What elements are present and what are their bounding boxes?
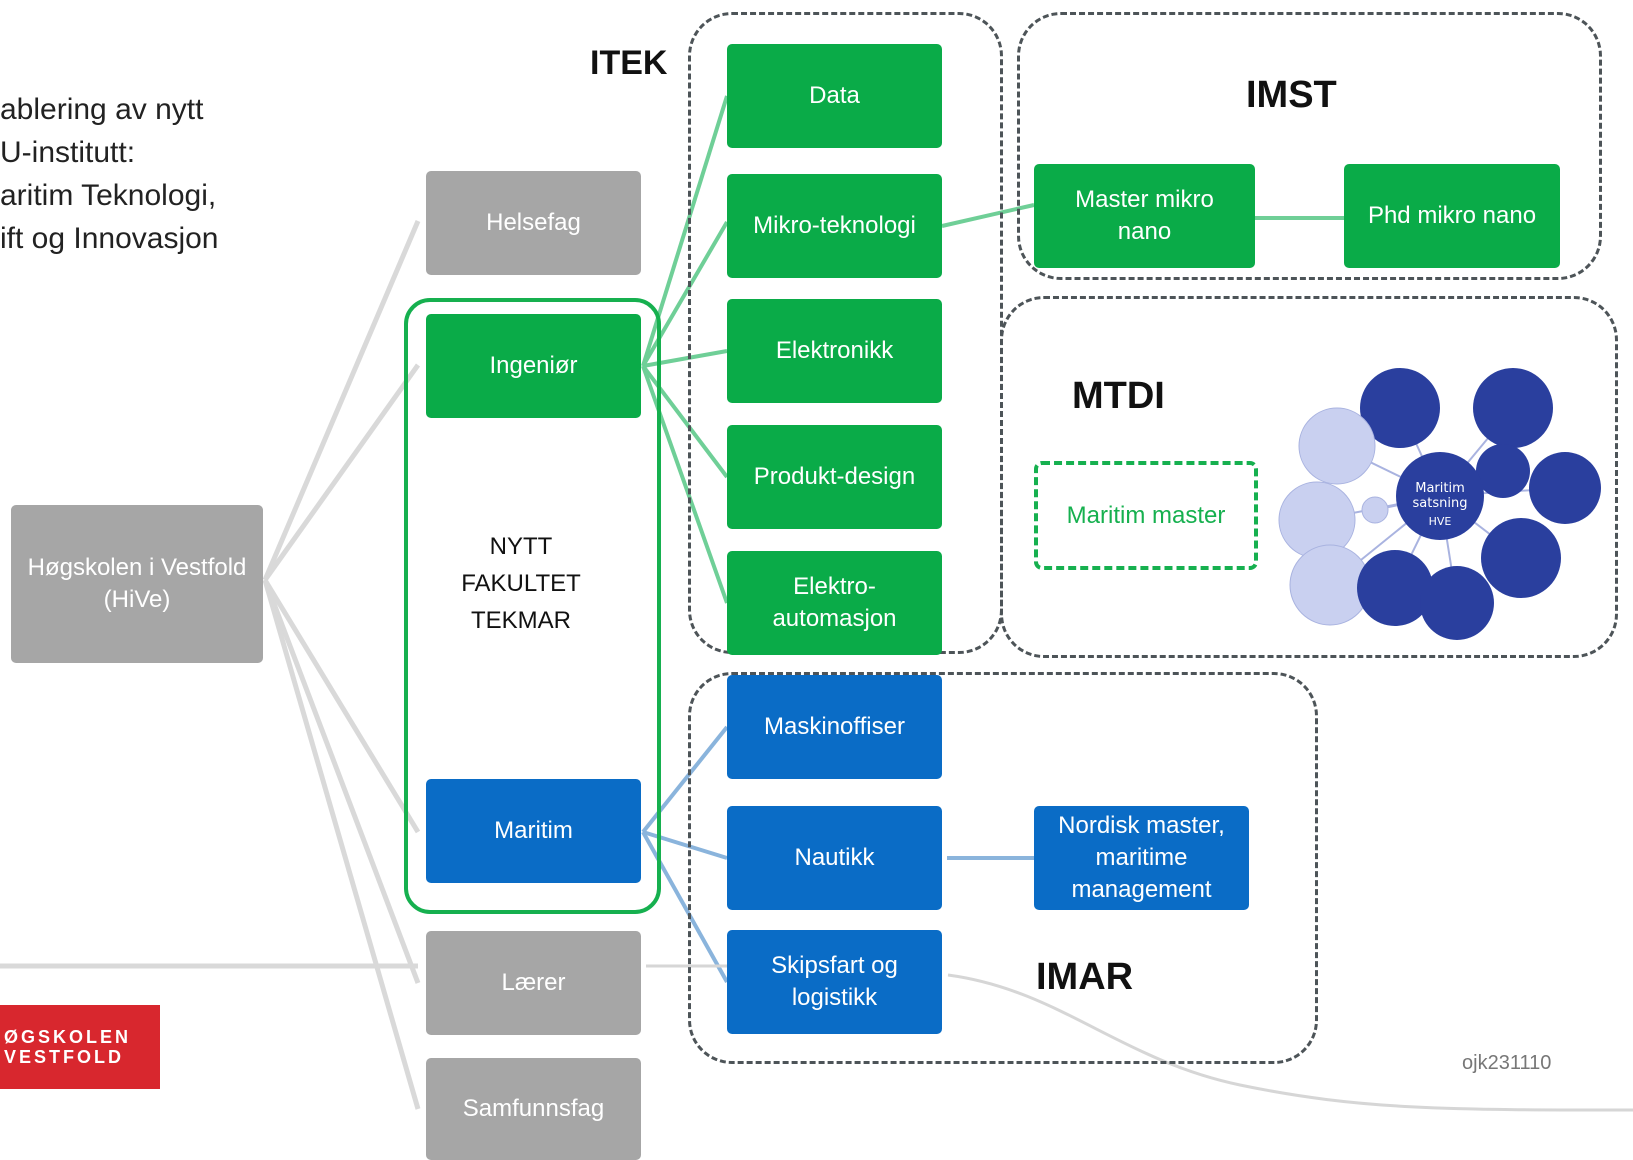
faculty-helsefag: Helsefag: [426, 171, 641, 275]
mtdi-label: MTDI: [1072, 375, 1165, 417]
mindmap-center-text: HVE: [1429, 515, 1452, 528]
imar-maskinoffiser: Maskinoffiser: [727, 675, 942, 779]
itek-mikro-teknologi: Mikro-teknologi: [727, 174, 942, 278]
tekmar-line: FAKULTET: [461, 570, 581, 597]
imar-nautikk: Nautikk: [727, 806, 942, 910]
itek-data: Data: [727, 44, 942, 148]
itek-produkt-design: Produkt-design: [727, 425, 942, 529]
imst-group: [1017, 12, 1602, 280]
tekmar-line: TEKMAR: [470, 607, 571, 634]
itek-elektronikk: Elektronikk: [727, 299, 942, 403]
intro-text: ablering av nytt U-institutt: aritim Tek…: [0, 88, 330, 260]
imar-skipsfart-logistikk: Skipsfart og logistikk: [727, 930, 942, 1034]
mtdi-group: [1000, 296, 1618, 658]
itek-label: ITEK: [590, 44, 668, 82]
root-node: Høgskolen i Vestfold (HiVe): [11, 505, 263, 663]
logo-line: ØGSKOLEN: [4, 1027, 132, 1047]
imst-master-mikro-nano: Master mikro nano: [1034, 164, 1255, 268]
tekmar-label: NYTT FAKULTET TEKMAR: [421, 528, 621, 639]
tekmar-faculty-frame: [404, 298, 661, 914]
imar-label: IMAR: [1036, 956, 1134, 998]
hive-logo: ØGSKOLEN VESTFOLD: [0, 1005, 160, 1089]
itek-elektro-automasjon: Elektro-automasjon: [727, 551, 942, 655]
intro-line: aritim Teknologi,: [0, 179, 217, 212]
faculty-maritim: Maritim: [426, 779, 641, 883]
imar-group: [688, 672, 1318, 1064]
faculty-laerer: Lærer: [426, 931, 641, 1035]
faculty-samfunnsfag: Samfunnsfag: [426, 1058, 641, 1160]
tekmar-line: NYTT: [489, 533, 553, 560]
mtdi-maritim-master: Maritim master: [1034, 461, 1258, 570]
intro-line: ift og Innovasjon: [0, 222, 219, 255]
faculty-ingenior: Ingeniør: [426, 314, 641, 418]
document-stamp: ojk231110: [1462, 1052, 1552, 1074]
imst-phd-mikro-nano: Phd mikro nano: [1344, 164, 1560, 268]
intro-line: ablering av nytt: [0, 93, 204, 126]
imst-label: IMST: [1246, 74, 1337, 116]
logo-line: VESTFOLD: [4, 1047, 125, 1067]
maritim-satsning-mindmap: Maritim satsning HVE: [1278, 368, 1601, 640]
mindmap-center-text: satsning: [1413, 496, 1468, 511]
intro-line: U-institutt:: [0, 136, 136, 169]
imar-nordisk-master: Nordisk master, maritime management: [1034, 806, 1249, 910]
mindmap-center-text: Maritim: [1415, 481, 1465, 496]
